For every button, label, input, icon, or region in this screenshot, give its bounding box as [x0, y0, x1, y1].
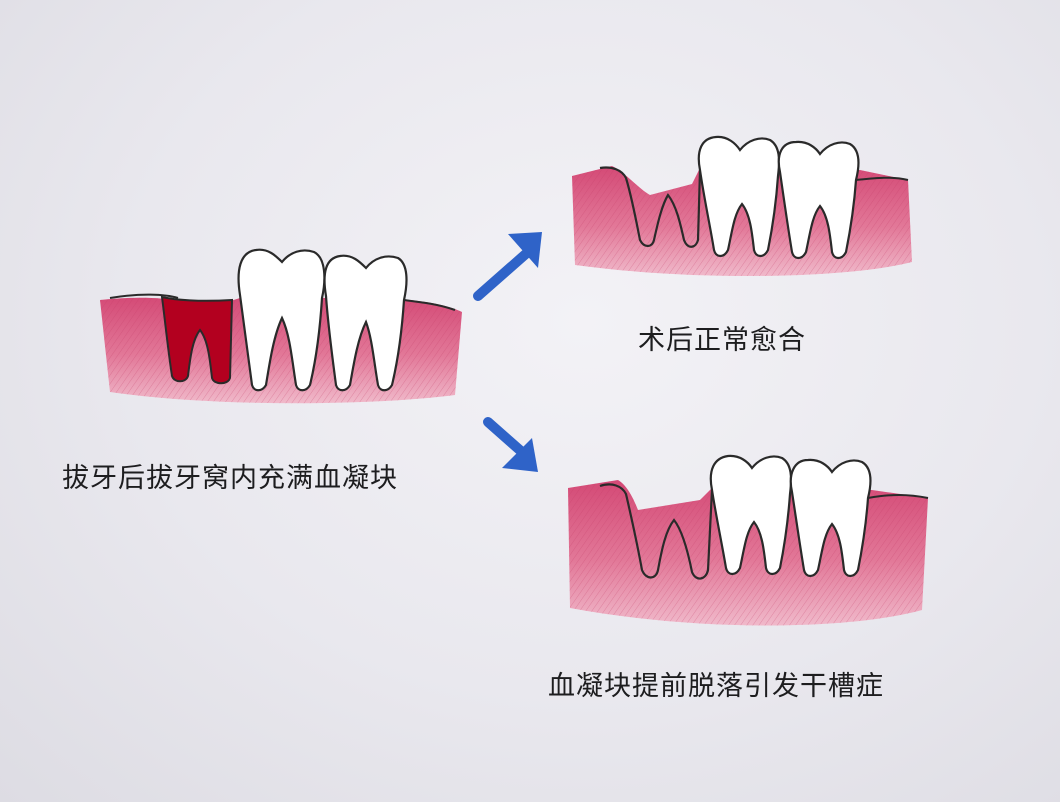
caption-extraction-clot: 拔牙后拔牙窝内充满血凝块: [62, 463, 398, 494]
panel-dry-socket: [568, 454, 929, 626]
arrow-down-right: [483, 417, 538, 472]
molar-left-2: [323, 254, 408, 392]
molar-left-1: [237, 248, 326, 392]
caption-dry-socket: 血凝块提前脱落引发干槽症: [548, 671, 884, 702]
blood-clot: [160, 295, 234, 385]
molar-bottom-2: [789, 458, 872, 578]
molar-top-1: [697, 135, 781, 258]
molar-bottom-1: [709, 454, 793, 576]
arrow-up-right: [473, 232, 542, 301]
panel-normal-healing: [572, 135, 912, 277]
caption-normal-healing: 术后正常愈合: [638, 325, 806, 356]
molar-top-2: [777, 140, 860, 260]
panel-extraction-clot: [100, 248, 462, 404]
